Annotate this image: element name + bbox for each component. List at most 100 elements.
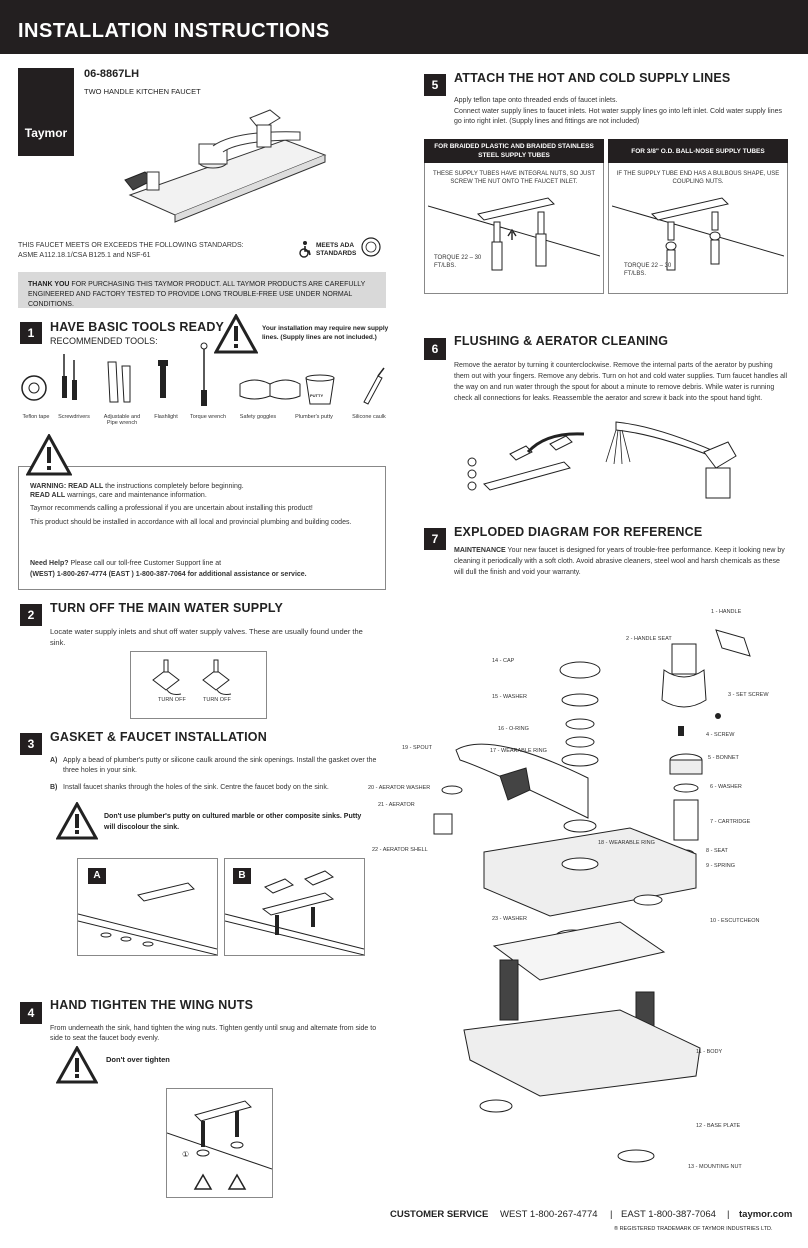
ball-nose-connection-illustration: [612, 197, 784, 271]
screwdrivers-icon: [62, 354, 77, 400]
step-5-number: 5: [424, 74, 446, 96]
part-label-16: 16 - O-RING: [498, 726, 529, 732]
part-label-21: 21 - AERATOR: [378, 802, 415, 808]
part-label-8: 8 - SEAT: [706, 848, 728, 854]
tool-label-teflon: Teflon tape: [22, 414, 50, 420]
braided-torque: TORQUE 22 – 30 FT/LBS.: [434, 255, 482, 269]
step-4-number: 4: [20, 1002, 42, 1024]
product-name: TWO HANDLE KITCHEN FAUCET: [84, 87, 201, 96]
step-1-number: 1: [20, 322, 42, 344]
part-label-7: 7 - CARTRIDGE: [710, 819, 751, 825]
footer-west-phone: WEST 1-800-267-4774: [500, 1209, 598, 1220]
part-label-17: 17 - WEARABLE RING: [490, 748, 547, 754]
warning-box: [18, 466, 386, 590]
part-label-6: 6 - WASHER: [710, 784, 742, 790]
exploded-diagram: [433, 629, 751, 1163]
part-label-22: 22 - AERATOR SHELL: [372, 847, 428, 853]
step-2-number: 2: [20, 604, 42, 626]
tool-label-flashlight: Flashlight: [154, 414, 178, 420]
step-7-number: 7: [424, 528, 446, 550]
warning-triangle-icon: [214, 314, 258, 354]
warning-line-2: READ ALL warnings, care and maintenance …: [30, 491, 380, 501]
help-line: Need Help? Please call our toll-free Cus…: [30, 559, 380, 569]
step-3-title: GASKET & FAUCET INSTALLATION: [50, 730, 267, 744]
step-3a-key: A): [50, 757, 58, 764]
putty-label: PUTTY: [310, 393, 324, 398]
thank-you-lead: THANK YOU: [28, 281, 70, 288]
step-2-title: TURN OFF THE MAIN WATER SUPPLY: [50, 601, 284, 615]
thank-you-text: THANK YOU FOR PURCHASING THIS TAYMOR PRO…: [28, 280, 378, 310]
help-bold: Need Help?: [30, 560, 69, 567]
putty-icon: [305, 374, 335, 405]
part-label-20: 20 - AERATOR WASHER: [368, 785, 431, 791]
valve-diagram-box: [130, 651, 267, 719]
warning-line-2-text: warnings, care and maintenance informati…: [65, 492, 207, 499]
help-text: Please call our toll-free Customer Suppo…: [68, 560, 222, 567]
warning-line-3: Taymor recommends calling a professional…: [30, 505, 313, 512]
standards-line-1: THIS FAUCET MEETS OR EXCEEDS THE FOLLOWI…: [18, 242, 244, 249]
step-5-title: ATTACH THE HOT AND COLD SUPPLY LINES: [454, 71, 731, 85]
gasket-panel-a: [77, 858, 218, 956]
thank-you-body: FOR PURCHASING THIS TAYMOR PRODUCT. ALL …: [28, 281, 366, 308]
footer-separator: |: [610, 1209, 613, 1220]
panel-b-label: B: [233, 868, 251, 884]
part-label-5: 5 - BONNET: [708, 755, 739, 761]
part-label-11: 11 - BODY: [696, 1049, 723, 1055]
step-4-caution: Don't over tighten: [106, 1055, 170, 1064]
warning-triangle-icon: [56, 802, 98, 840]
part-label-13: 13 - MOUNTING NUT: [688, 1164, 742, 1170]
panel-a-label: A: [88, 868, 106, 884]
part-label-15: 15 - WASHER: [492, 694, 527, 700]
part-label-1: 1 - HANDLE: [711, 609, 742, 615]
step-2-text: Locate water supply inlets and shut off …: [50, 627, 363, 647]
warning-triangle-icon: [26, 434, 72, 476]
circle-number-one: ①: [182, 1150, 190, 1159]
step-1-title: HAVE BASIC TOOLS READY: [50, 320, 225, 334]
step-7-text: MAINTENANCE Your new faucet is designed …: [454, 545, 790, 578]
step-3-caution: Don't use plumber's putty on cultured ma…: [104, 813, 362, 831]
part-label-2: 2 - HANDLE SEAT: [626, 636, 672, 642]
warning-line-1-text: the instructions completely before begin…: [103, 483, 244, 490]
part-label-14: 14 - CAP: [492, 658, 515, 664]
step-7-body: Your new faucet is designed for years of…: [454, 547, 785, 576]
tool-label-screwdrivers: Screwdrivers: [58, 414, 90, 420]
thank-you-band: THANK YOU FOR PURCHASING THIS TAYMOR PRO…: [18, 272, 386, 308]
step-3a-text: Apply a bead of plumber's putty or silic…: [63, 757, 377, 774]
tools-illustration: [21, 342, 385, 406]
braided-tubes-header: FOR BRAIDED PLASTIC AND BRAIDED STAINLES…: [424, 139, 604, 163]
brand-logo-text: Taymor: [24, 126, 68, 140]
footer-customer-service: CUSTOMER SERVICE: [390, 1209, 489, 1220]
standards-line-2: ASME A112.18.1/CSA B125.1 and NSF-61: [18, 252, 151, 259]
certification-seal-icon: [360, 236, 382, 258]
step-5-text-2: Connect water supply lines to faucet inl…: [454, 108, 783, 125]
tool-label-torque-wrench: Torque wrench: [189, 414, 227, 420]
step-4-title: HAND TIGHTEN THE WING NUTS: [50, 998, 254, 1012]
faucet-illustration: [124, 109, 327, 223]
wing-nuts-panel: [166, 1088, 273, 1198]
warning-triangle-icon: [56, 1046, 98, 1084]
shutoff-valves-illustration: [152, 659, 232, 695]
ball-nose-torque: TORQUE 22 – 30 FT/LBS.: [624, 263, 672, 277]
footer-east-phone: EAST 1-800-387-7064: [621, 1209, 716, 1220]
ada-standards: MEETS ADA STANDARDS: [316, 242, 357, 257]
step-1-note: Your installation may require new supply…: [262, 325, 389, 341]
handle-part: [715, 629, 751, 657]
footer-website[interactable]: taymor.com: [739, 1209, 793, 1220]
model-number: 06-8867LH: [84, 68, 140, 80]
flashlight-icon: [158, 360, 168, 398]
part-label-4: 4 - SCREW: [706, 732, 735, 738]
part-label-23: 23 - WASHER: [492, 916, 527, 922]
warning-line-2-bold: READ ALL: [30, 492, 66, 499]
step-7-lead: MAINTENANCE: [454, 547, 506, 554]
faucet-panel-b: [224, 858, 365, 956]
part-label-3: 3 - SET SCREW: [728, 692, 769, 698]
step-3b-key: B): [50, 784, 58, 791]
caulk-icon: [363, 367, 385, 405]
aerator-cleaning-illustration: [467, 421, 737, 499]
wheelchair-icon: [296, 240, 314, 258]
warning-line-1-bold: WARNING: READ ALL: [30, 483, 104, 490]
tool-label-goggles: Safety goggles: [239, 414, 277, 420]
step-7-title: EXPLODED DIAGRAM FOR REFERENCE: [454, 525, 703, 539]
warning-line-1: WARNING: READ ALL the instructions compl…: [30, 482, 380, 492]
page-title: INSTALLATION INSTRUCTIONS: [18, 20, 330, 42]
